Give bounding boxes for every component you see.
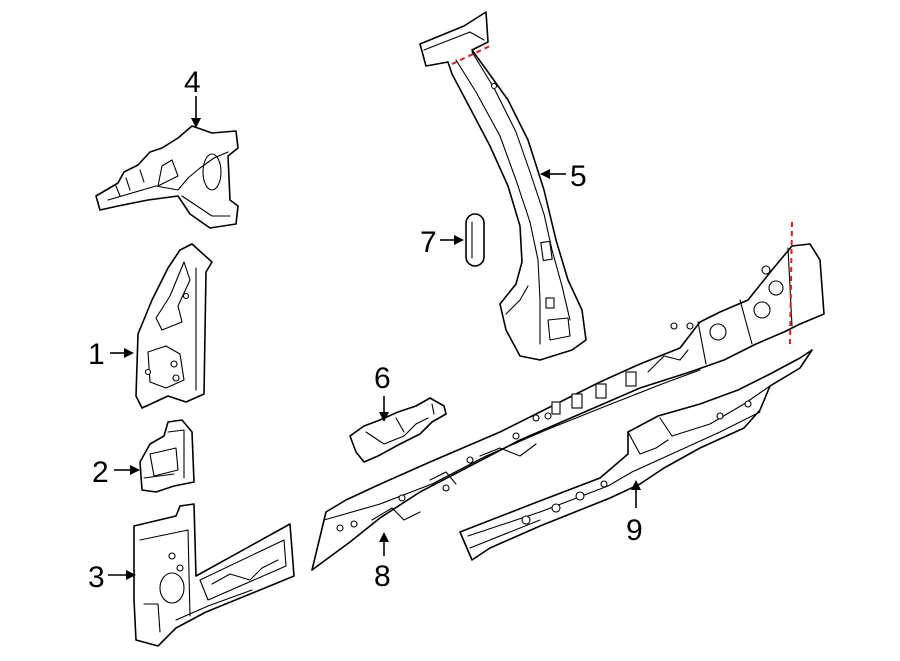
arrowhead-9 bbox=[631, 480, 641, 490]
callout-4: 4 bbox=[184, 66, 201, 99]
arrowhead-8 bbox=[379, 532, 389, 542]
cut-line-rear bbox=[789, 221, 793, 345]
arrowhead-3 bbox=[126, 570, 136, 580]
callout-5: 5 bbox=[570, 160, 587, 193]
callout-9: 9 bbox=[626, 514, 643, 547]
callout-6: 6 bbox=[374, 362, 391, 395]
cut-line-top bbox=[451, 45, 491, 65]
part-4-hinge-reinforcement bbox=[95, 125, 239, 229]
part-5-center-pillar bbox=[419, 11, 587, 361]
part-8-rocker-reinforcement bbox=[311, 243, 825, 571]
part-1-hinge-pillar bbox=[135, 243, 213, 409]
arrowhead-1 bbox=[124, 348, 134, 358]
part-3-lower-pillar bbox=[133, 503, 295, 647]
arrowhead-4 bbox=[191, 118, 201, 128]
leader-lines bbox=[108, 96, 641, 580]
part-9-rocker-panel bbox=[459, 349, 813, 561]
callout-1: 1 bbox=[88, 338, 105, 371]
arrowhead-7 bbox=[454, 235, 464, 245]
callout-2: 2 bbox=[92, 456, 109, 489]
part-6-bracket bbox=[349, 397, 447, 463]
arrowhead-5 bbox=[540, 169, 550, 179]
callout-7: 7 bbox=[420, 226, 437, 259]
part-7-plug bbox=[465, 213, 485, 267]
callout-8: 8 bbox=[374, 560, 391, 593]
part-2-bracket bbox=[139, 419, 195, 493]
callout-3: 3 bbox=[88, 561, 105, 594]
arrowhead-2 bbox=[130, 465, 140, 475]
arrowhead-6 bbox=[379, 412, 389, 422]
